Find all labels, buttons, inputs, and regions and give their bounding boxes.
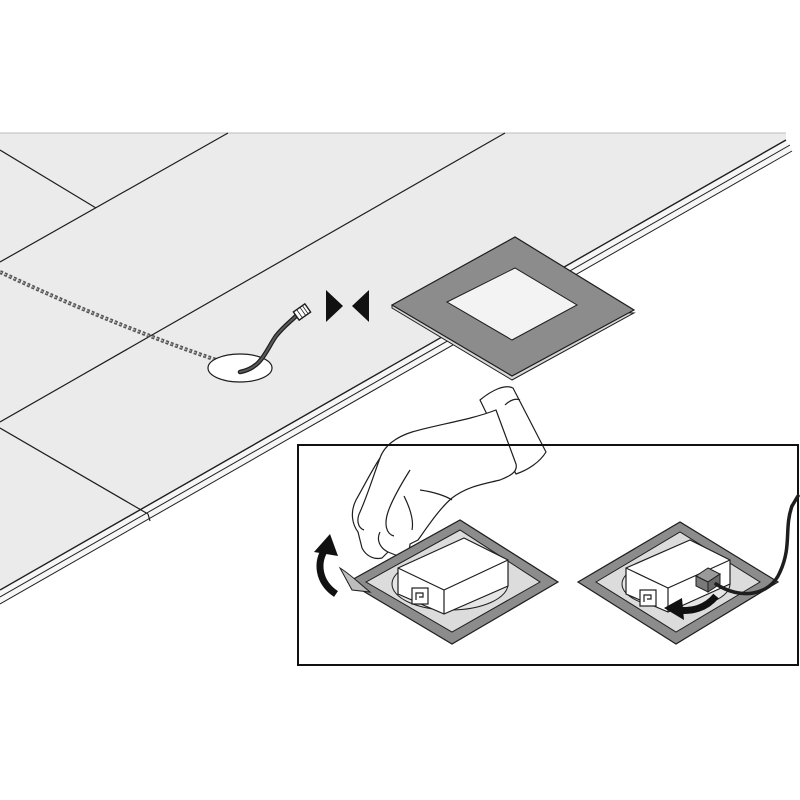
curved-arrow-up-icon — [314, 534, 339, 597]
light-diffuser — [445, 267, 579, 341]
step-connect-cable — [576, 494, 800, 645]
bowtie-mounting-icon — [326, 290, 369, 322]
detail-box — [297, 444, 800, 666]
detail-box-frame — [297, 444, 799, 666]
square-light-fixture — [390, 236, 636, 381]
power-cable — [0, 270, 241, 370]
panel-seams — [0, 132, 506, 522]
peeled-liner — [338, 566, 372, 593]
rj-connector-icon — [292, 302, 312, 322]
curved-arrow-left-icon — [664, 593, 719, 620]
panel-edge-line-3 — [0, 150, 793, 605]
panel-edge-line-1 — [0, 139, 787, 591]
cable-lead — [237, 302, 312, 375]
socket-icon — [411, 587, 429, 605]
detail-cable — [714, 504, 794, 596]
panel-edge-line-2 — [0, 144, 791, 598]
panel-surface — [0, 132, 793, 605]
panel-top-face — [0, 133, 786, 590]
mounting-hole — [207, 353, 273, 383]
step-remove-backing — [314, 519, 560, 645]
socket-icon — [639, 589, 657, 607]
panel-edge-face — [0, 140, 792, 604]
rj-connector-icon — [695, 567, 721, 593]
hand-icon — [351, 386, 547, 560]
